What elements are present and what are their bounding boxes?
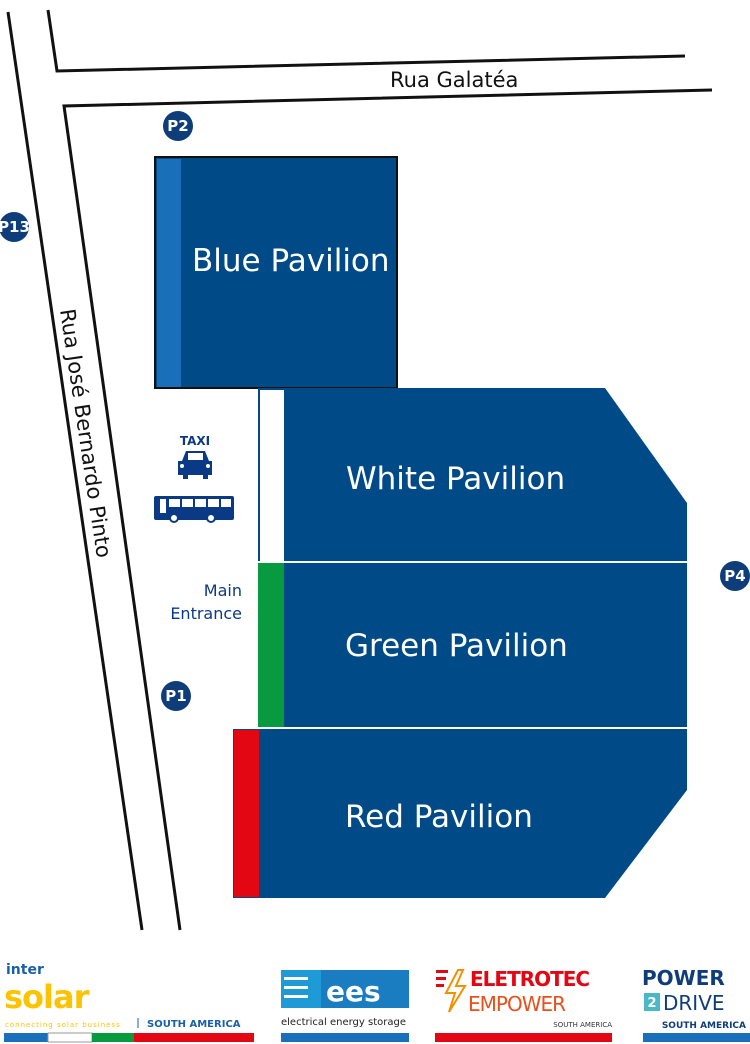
svg-text:connecting solar business: connecting solar business	[5, 1021, 121, 1029]
svg-text:SOUTH AMERICA: SOUTH AMERICA	[147, 1019, 241, 1030]
street-rua-galatea: Rua Galatéa	[390, 68, 518, 92]
intersolar-logo: inter solar connecting solar business SO…	[4, 962, 254, 1043]
parking-p13[interactable]: P13	[0, 212, 30, 242]
svg-text:SOUTH AMERICA: SOUTH AMERICA	[553, 1021, 612, 1029]
svg-text:solar: solar	[4, 978, 90, 1016]
bus-icon	[154, 496, 234, 523]
svg-text:P1: P1	[165, 687, 186, 705]
taxi-icon	[178, 451, 212, 479]
svg-text:ELETROTEC: ELETROTEC	[470, 967, 589, 991]
svg-text:P13: P13	[0, 218, 30, 236]
svg-text:inter: inter	[6, 962, 44, 978]
roads	[6, 9, 713, 931]
blue-pavilion-label: Blue Pavilion	[192, 243, 390, 279]
parking-p4[interactable]: P4	[720, 561, 750, 591]
svg-text:P2: P2	[167, 117, 188, 135]
svg-text:ees: ees	[326, 975, 381, 1008]
svg-text:SOUTH AMERICA: SOUTH AMERICA	[662, 1021, 746, 1031]
green-pavilion-label: Green Pavilion	[345, 628, 568, 664]
blue-pavilion[interactable]: Blue Pavilion	[154, 156, 398, 389]
parking-p1[interactable]: P1	[161, 681, 191, 711]
svg-text:POWER: POWER	[642, 966, 725, 990]
main-entrance-label-1: Main	[204, 581, 242, 600]
ees-logo: ees electrical energy storage	[281, 970, 409, 1042]
white-pavilion-label: White Pavilion	[346, 461, 565, 497]
street-rua-jose-bernardo-pinto: Rua José Bernardo Pinto	[55, 307, 116, 559]
svg-text:electrical energy storage: electrical energy storage	[281, 1017, 406, 1028]
eletrotec-empower-logo: ELETROTEC EMPOWER SOUTH AMERICA	[435, 967, 612, 1042]
red-pavilion-label: Red Pavilion	[345, 799, 533, 835]
svg-text:DRIVE: DRIVE	[663, 991, 725, 1015]
parking-p2[interactable]: P2	[163, 111, 193, 141]
white-pavilion[interactable]: White Pavilion	[258, 388, 687, 561]
svg-text:EMPOWER: EMPOWER	[468, 992, 566, 1016]
taxi-label: TAXI	[180, 434, 210, 448]
svg-text:2: 2	[647, 996, 656, 1011]
main-entrance-label-2: Entrance	[170, 604, 242, 623]
svg-text:P4: P4	[724, 567, 745, 585]
red-pavilion[interactable]: Red Pavilion	[233, 729, 687, 898]
power2drive-logo: POWER 2 DRIVE SOUTH AMERICA	[642, 966, 750, 1042]
green-pavilion[interactable]: Green Pavilion	[258, 563, 687, 727]
